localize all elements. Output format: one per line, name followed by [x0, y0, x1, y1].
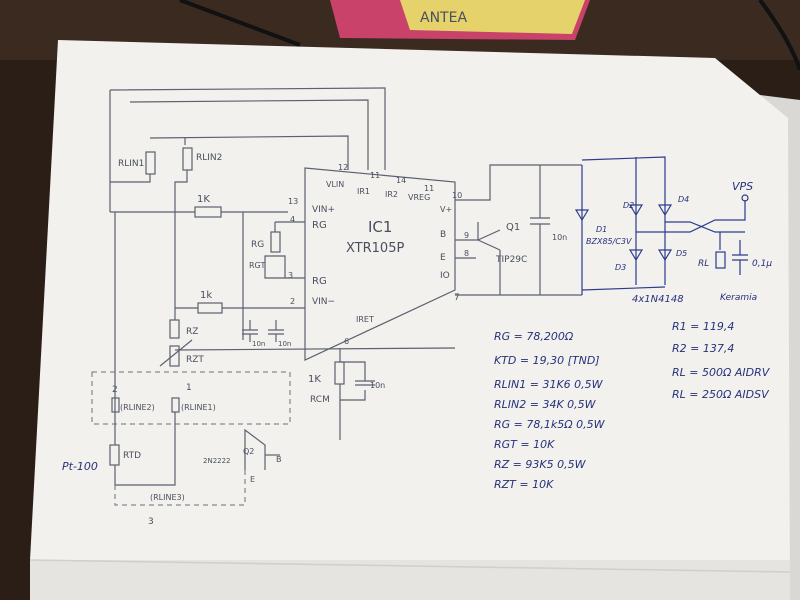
svg-text:RZ = 93K5 0,5W: RZ = 93K5 0,5W [494, 458, 587, 471]
svg-text:E: E [440, 253, 446, 263]
bridge-part: 4x1N4148 [632, 294, 684, 305]
svg-text:Q1: Q1 [506, 222, 520, 233]
svg-text:B: B [440, 230, 446, 240]
svg-text:RG = 78,1k5Ω 0,5W: RG = 78,1k5Ω 0,5W [494, 418, 606, 431]
cable-right [758, 0, 800, 71]
schematic: RLIN1 RLIN2 1K IC1 XTR105P VLIN IR1 IR2 … [62, 87, 582, 527]
svg-text:R2 = 137,4: R2 = 137,4 [672, 342, 734, 355]
svg-text:8: 8 [464, 249, 469, 258]
svg-text:2N2222: 2N2222 [203, 457, 231, 465]
ic1-label: IC1 [368, 218, 392, 236]
vps-label: VPS [732, 180, 753, 193]
svg-text:VREG: VREG [408, 193, 430, 202]
svg-text:VIN+: VIN+ [312, 205, 335, 215]
svg-text:IR2: IR2 [385, 190, 398, 199]
svg-text:11: 11 [424, 184, 434, 193]
svg-text:1: 1 [186, 383, 192, 393]
svg-text:3: 3 [288, 271, 293, 280]
dashed-box [91, 371, 291, 425]
ic1-part: XTR105P [346, 241, 404, 256]
resistor-rg [270, 231, 281, 253]
svg-text:1k: 1k [200, 290, 212, 301]
svg-text:D2: D2 [623, 201, 634, 210]
svg-text:10n: 10n [278, 340, 291, 348]
svg-text:(RLINE2): (RLINE2) [120, 403, 155, 412]
svg-text:IRET: IRET [356, 315, 374, 324]
svg-text:2: 2 [290, 297, 295, 306]
svg-text:RZT = 10K: RZT = 10K [494, 478, 554, 491]
svg-text:RZT: RZT [186, 355, 204, 365]
svg-text:(RLINE1): (RLINE1) [181, 403, 216, 412]
svg-text:RZ: RZ [186, 327, 198, 337]
svg-text:RTD: RTD [123, 451, 141, 461]
svg-text:RG: RG [312, 276, 327, 287]
notes-left: RG = 78,200Ω KTD = 19,30 [TND] RLIN1 = 3… [494, 330, 606, 491]
svg-text:RGT: RGT [249, 261, 265, 270]
notes-right: R1 = 119,4 R2 = 137,4 RL = 500Ω AIDRV RL… [672, 320, 771, 401]
svg-text:RL: RL [698, 259, 709, 269]
svg-text:3: 3 [148, 517, 154, 527]
svg-text:6: 6 [344, 337, 349, 346]
svg-text:(RLINE3): (RLINE3) [150, 493, 185, 502]
svg-text:10n: 10n [552, 233, 567, 242]
svg-text:4: 4 [290, 215, 295, 224]
svg-text:RG: RG [312, 220, 327, 231]
resistor-rl [715, 251, 726, 269]
svg-text:1K: 1K [308, 374, 321, 385]
svg-text:RLIN2 = 34K 0,5W: RLIN2 = 34K 0,5W [494, 398, 597, 411]
cable [179, 0, 301, 47]
svg-text:7: 7 [454, 293, 460, 303]
svg-text:IO: IO [440, 271, 450, 281]
diode-bridge-section: D1 BZX85/C3V D2 D4 D3 D5 4x1N4148 VPS RL… [574, 156, 772, 305]
svg-text:9: 9 [464, 231, 469, 240]
svg-text:RLIN1 = 31K6 0,5W: RLIN1 = 31K6 0,5W [494, 378, 604, 391]
label-1k-top: 1K [197, 194, 210, 205]
svg-text:R1 = 119,4: R1 = 119,4 [672, 320, 734, 333]
svg-text:BZX85/C3V: BZX85/C3V [586, 237, 632, 246]
svg-text:12: 12 [338, 163, 348, 172]
svg-text:11: 11 [370, 171, 380, 180]
svg-text:10: 10 [452, 191, 462, 200]
svg-text:14: 14 [396, 176, 406, 185]
label-rlin2: RLIN2 [196, 153, 222, 163]
label-rlin1: RLIN1 [118, 159, 144, 169]
svg-text:VLIN: VLIN [326, 180, 344, 189]
magazine-title: ANTEA [420, 10, 467, 26]
svg-text:RGT = 10K: RGT = 10K [494, 438, 555, 451]
svg-text:IR1: IR1 [357, 187, 370, 196]
svg-text:D4: D4 [678, 195, 689, 204]
paper-sheet [30, 40, 790, 600]
svg-text:0,1μ: 0,1μ [752, 259, 772, 269]
ic1-body [304, 167, 456, 361]
svg-text:RCM: RCM [310, 395, 330, 405]
magazine-cover [400, 0, 585, 34]
svg-text:RG: RG [251, 240, 264, 250]
svg-text:10n: 10n [252, 340, 265, 348]
svg-text:V+: V+ [440, 205, 452, 214]
paper-bottom-edge [30, 560, 790, 600]
svg-text:Q2: Q2 [243, 447, 254, 456]
svg-text:10n: 10n [370, 381, 385, 390]
pot-rzt [169, 345, 180, 367]
svg-text:B: B [276, 455, 282, 464]
svg-text:Keramia: Keramia [720, 293, 757, 303]
svg-text:E: E [250, 475, 255, 484]
svg-text:13: 13 [288, 197, 298, 206]
svg-text:D5: D5 [676, 249, 687, 258]
svg-text:RL = 500Ω AIDRV: RL = 500Ω AIDRV [672, 366, 771, 379]
svg-text:TIP29C: TIP29C [495, 255, 527, 265]
svg-text:VIN−: VIN− [312, 297, 335, 307]
svg-text:D1: D1 [596, 225, 607, 234]
pt100-label: Pt-100 [62, 460, 98, 473]
svg-text:RL = 250Ω AIDSV: RL = 250Ω AIDSV [672, 388, 770, 401]
svg-text:D3: D3 [615, 263, 626, 272]
svg-text:RG = 78,200Ω: RG = 78,200Ω [494, 330, 574, 343]
svg-text:KTD = 19,30 [TND]: KTD = 19,30 [TND] [494, 354, 600, 367]
resistor-rz [169, 319, 180, 339]
